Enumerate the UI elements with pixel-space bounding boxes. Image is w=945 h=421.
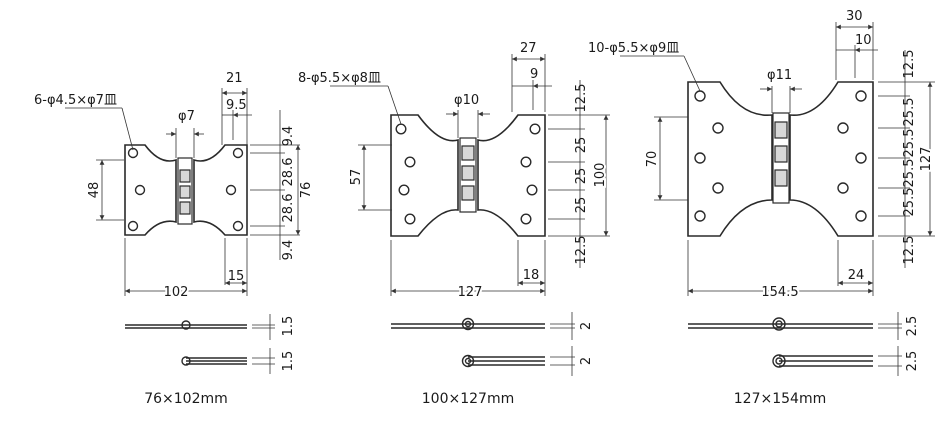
hinge-medium-profile-closed	[461, 354, 545, 368]
hinge-medium-plate	[390, 114, 459, 237]
hinge-small-pin-dia: φ7	[178, 109, 195, 124]
hinge-medium-plate-right	[477, 114, 546, 237]
hinge-large-pitch-1: 25.5	[902, 98, 917, 127]
hinge-medium-offset-top: 27	[520, 41, 537, 56]
hinge-large-pitch-5: 12.5	[902, 236, 917, 265]
hinge-large-width: 154.5	[761, 285, 798, 300]
hinge-medium-pitch-dims	[548, 80, 610, 268]
hinge-small-span: 48	[87, 182, 102, 199]
hinge-small-pitch-2: 28.6	[281, 194, 296, 223]
hinge-small-pitch-dims	[250, 110, 301, 260]
hinge-small-offset-inner: 9.5	[226, 98, 247, 113]
hinge-large-pitch-dims	[878, 50, 935, 268]
hinge-medium-holes	[395, 123, 541, 225]
hinge-small-holes	[127, 147, 244, 232]
hinge-small-caption: 76×102mm	[144, 391, 228, 407]
hinge-large-offset-top: 30	[846, 9, 863, 24]
hinge-medium-thickness: 2	[579, 322, 594, 330]
hinge-small-hole-note: 6-φ4.5×φ7皿	[34, 93, 117, 108]
hinge-medium-pitch-0: 12.5	[574, 84, 589, 113]
hinge-small-pitch-1: 28.6	[281, 158, 296, 187]
hinge-large-pitch-3: 25.5	[902, 159, 917, 188]
hinge-small-pitch-3: 9.4	[281, 240, 296, 261]
hinge-small-profile-open	[125, 320, 247, 330]
hinge-small-pitch-0: 9.4	[281, 126, 296, 147]
hinge-medium-offset-inner: 9	[530, 67, 538, 82]
hinge-medium-hole-note: 8-φ5.5×φ8皿	[298, 71, 381, 86]
hinge-large-offset-inner: 10	[855, 33, 872, 48]
hinge-medium-pitch-1: 25	[574, 137, 589, 154]
hinge-medium-width: 127	[458, 285, 483, 300]
hinge-medium-profile-open	[391, 317, 545, 331]
hinge-large-thickness-closed: 2.5	[905, 351, 920, 372]
hinge-large: 10-φ5.5×φ9皿 φ11 30 10 12.5 25.5 25.5 25.…	[588, 9, 936, 407]
hinge-small-offset-top: 21	[226, 71, 243, 86]
hinge-small-plate-right	[193, 144, 248, 236]
hinge-large-height: 127	[919, 147, 934, 172]
hinge-large-pitch-0: 12.5	[902, 50, 917, 79]
hinge-medium-pitch-3: 25	[574, 197, 589, 214]
hinge-small-width: 102	[164, 285, 189, 300]
hinge-small-thickness: 1.5	[281, 316, 296, 337]
hinge-medium-pin-dia: φ10	[454, 93, 479, 108]
hinge-large-profile-open	[688, 317, 873, 331]
hinge-small-height: 76	[299, 182, 314, 199]
hinge-medium-thickness-closed: 2	[579, 357, 594, 365]
hinge-small-plate	[124, 144, 177, 236]
hinge-large-pitch-2: 25.5	[902, 129, 917, 158]
hinge-medium-caption: 100×127mm	[422, 391, 514, 407]
hinge-medium-span: 57	[349, 169, 364, 186]
hinge-small-profile-closed	[181, 356, 247, 366]
hinge-large-caption: 127×154mm	[734, 391, 826, 407]
hinge-medium-height: 100	[593, 163, 608, 188]
hinge-small-edge: 15	[228, 269, 245, 284]
hinge-medium: 8-φ5.5×φ8皿 φ10 27 9 12.5 25 25 25 12.5 1…	[298, 41, 610, 407]
hinge-small: 6-φ4.5×φ7皿 φ7 21 9.5 9.4 28.6 28.6 9.4 7…	[34, 71, 314, 407]
hinge-large-pitch-4: 25.5	[902, 188, 917, 217]
hinge-large-span: 70	[645, 151, 660, 168]
hinge-large-edge: 24	[848, 268, 865, 283]
hinge-large-pin-dia: φ11	[767, 68, 792, 83]
hinge-large-plate-right	[789, 81, 874, 237]
hinge-large-plate	[687, 81, 773, 237]
hinge-large-thickness: 2.5	[905, 316, 920, 337]
hinge-small-thickness-closed: 1.5	[281, 351, 296, 372]
hinge-medium-pitch-2: 25	[574, 168, 589, 185]
hinge-large-hole-note: 10-φ5.5×φ9皿	[588, 41, 679, 56]
hinge-large-profile-closed	[772, 354, 873, 368]
hinge-medium-pitch-4: 12.5	[574, 236, 589, 265]
hinge-medium-edge: 18	[523, 268, 540, 283]
